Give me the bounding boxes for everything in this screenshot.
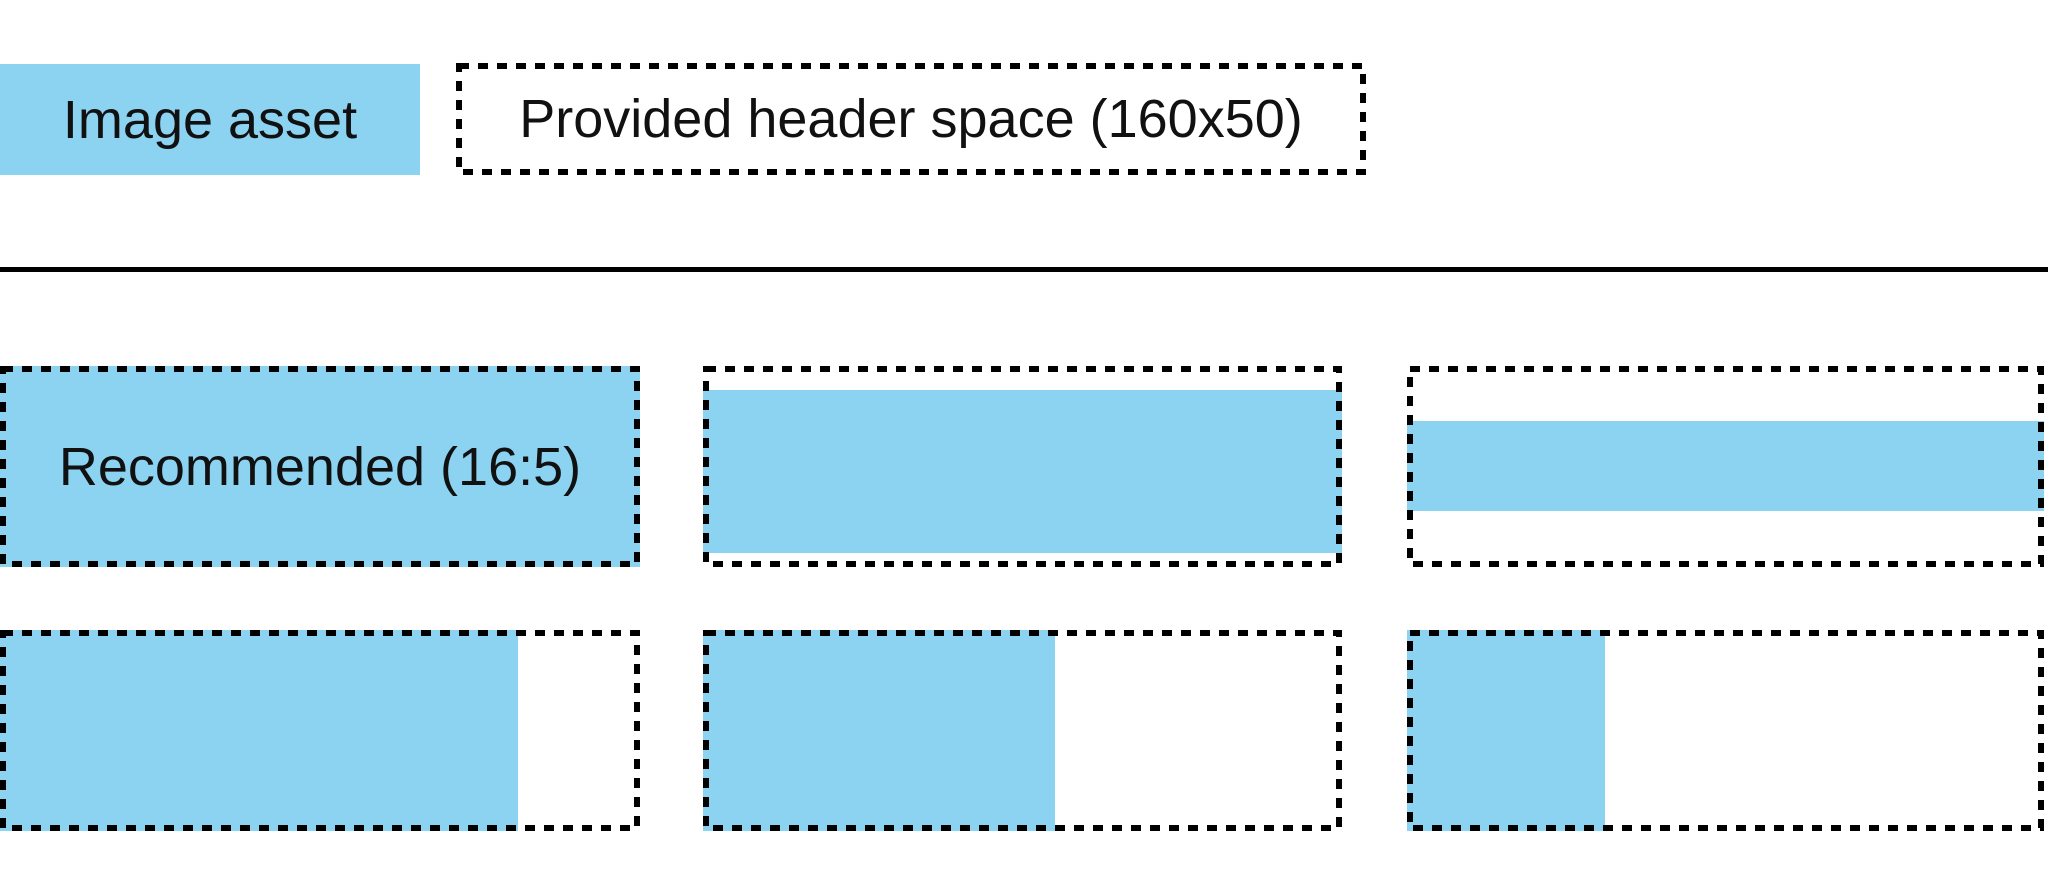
example-thin-strip-centered	[1407, 366, 2044, 567]
image-asset-fill	[703, 390, 1342, 553]
example-wide-banner-centered	[703, 366, 1342, 567]
dashed-border	[0, 366, 640, 567]
section-divider-line	[0, 267, 2048, 272]
legend-image-asset-swatch: Image asset	[0, 64, 420, 175]
example-recommended-label: Recommended (16:5)	[58, 436, 582, 497]
example-wide-left-aligned	[0, 630, 640, 831]
image-asset-fill	[703, 630, 1055, 831]
dashed-border	[1407, 366, 2044, 567]
dashed-border	[456, 63, 1366, 175]
example-recommended-16-5: Recommended (16:5)	[0, 366, 640, 567]
legend-image-asset-label: Image asset	[62, 89, 358, 150]
dashed-border	[703, 630, 1342, 831]
image-asset-fill	[1407, 630, 1605, 831]
legend-provided-header-space-label: Provided header space (160x50)	[519, 89, 1303, 149]
dashed-border	[0, 630, 640, 831]
legend-provided-header-space: Provided header space (160x50)	[456, 63, 1366, 175]
image-asset-fill	[1407, 421, 2044, 511]
example-narrow-left-aligned	[1407, 630, 2044, 831]
image-asset-fill	[0, 366, 640, 567]
image-asset-fill	[0, 630, 518, 831]
example-half-width-left-aligned	[703, 630, 1342, 831]
dashed-border	[1407, 630, 2044, 831]
dashed-border	[703, 366, 1342, 567]
